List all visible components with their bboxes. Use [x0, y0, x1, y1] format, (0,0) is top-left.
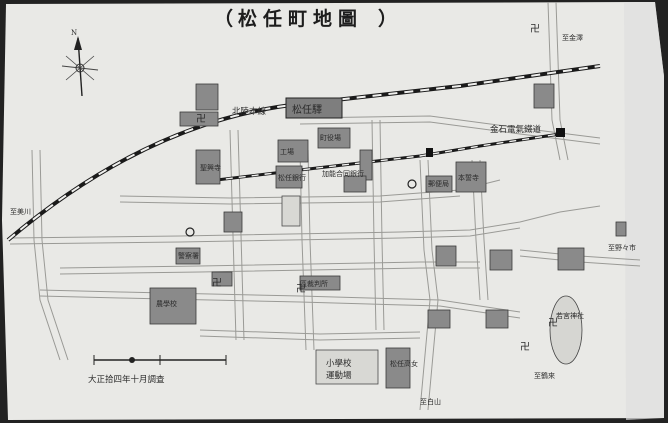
temple-mark-e: 卍	[548, 317, 558, 329]
label-shrine: 若宮神社	[556, 311, 584, 320]
temple-mark-c: 卍	[296, 283, 306, 295]
label-town-office: 町役場	[320, 133, 341, 142]
station-block: 松任驛	[285, 97, 343, 119]
shrine-pond	[549, 295, 583, 365]
temple-mark-b: 卍	[212, 277, 222, 289]
outlined-blocks	[281, 195, 583, 385]
temple-mark-a: 卍	[530, 23, 540, 35]
temple-mark-d: 卍	[520, 341, 530, 353]
label-to-tsurugi: 至鶴來	[534, 371, 555, 380]
label-elem-school: 小學校	[326, 358, 352, 369]
branch-terminal-mark	[556, 128, 565, 137]
title-paren-open: （	[214, 7, 239, 30]
branch-stop-mark	[426, 148, 433, 157]
paper-fold	[624, 2, 664, 420]
main-line-label: 北陸本線	[232, 106, 267, 117]
label-police: 警察署	[178, 251, 199, 260]
label-agri-school: 農學校	[156, 299, 177, 308]
survey-date: 大正拾四年十月調査	[88, 374, 165, 385]
compass-rose: N	[61, 29, 99, 97]
scale-bar	[93, 355, 227, 365]
station-label: 松任驛	[292, 103, 322, 116]
landmark-circle-a	[407, 179, 417, 189]
label-factory: 工場	[280, 147, 294, 156]
building-blocks	[149, 83, 627, 389]
compass-north-label: N	[71, 29, 77, 37]
label-girls-school: 松任高女	[390, 359, 418, 368]
title-paren-close: ）	[378, 7, 403, 30]
map-title: 松任町地圖	[238, 7, 363, 30]
branch-railway-line	[199, 128, 565, 184]
label-to-hakusan: 至白山	[420, 397, 441, 406]
branch-line-label: 金石電氣鐵道	[490, 124, 542, 135]
landmark-circle-b	[185, 227, 195, 237]
temple-mark-f: 卍	[196, 113, 206, 125]
label-temple-a: 本誓寺	[458, 173, 479, 182]
label-bank-b: 松任銀行	[278, 173, 306, 182]
label-to-mikawa: 至美川	[10, 207, 31, 216]
label-playground: 運動場	[326, 370, 352, 381]
label-post-office: 郵便局	[428, 179, 449, 188]
label-to-nonoichi: 至野々市	[608, 243, 636, 252]
label-temple-b: 聖興寺	[200, 163, 221, 172]
label-to-kanazawa: 至金澤	[562, 33, 583, 42]
label-bank-a: 加能合同銀行	[322, 169, 364, 178]
label-court: 區裁判所	[300, 279, 328, 288]
